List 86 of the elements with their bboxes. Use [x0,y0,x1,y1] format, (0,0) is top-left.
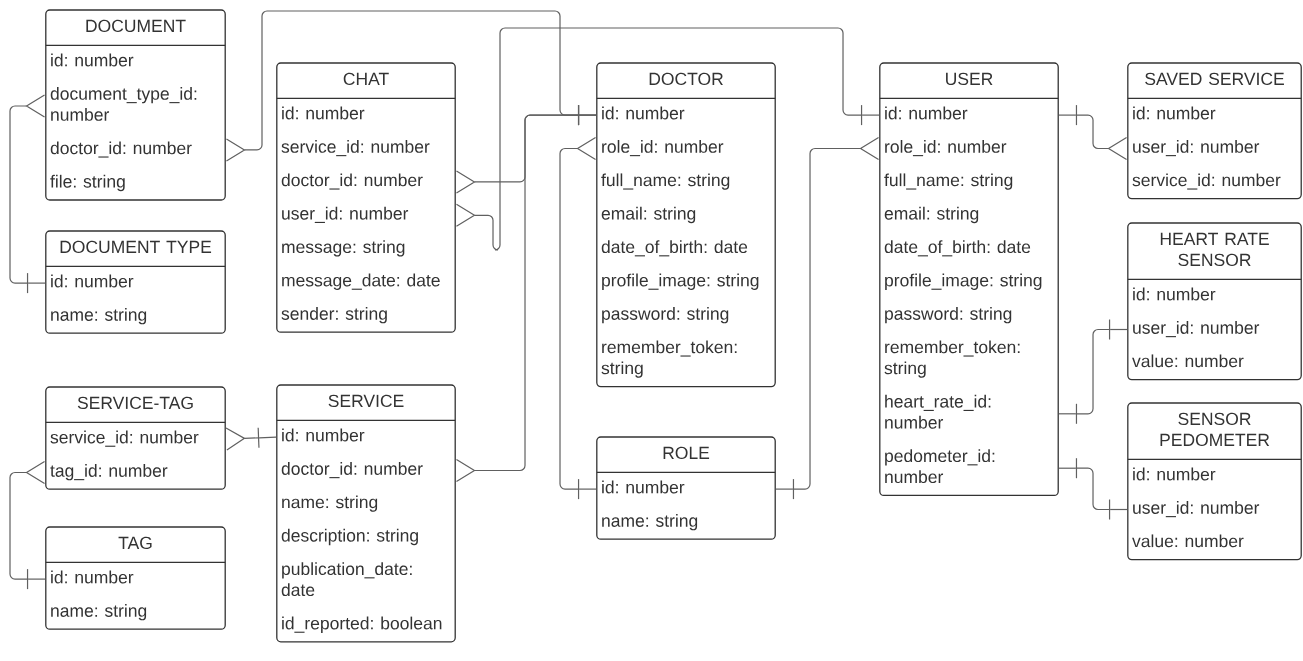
attribute-text: doctor_id: number [50,141,192,158]
attribute-text: profile_image: string [885,273,1042,290]
entity-table [45,386,226,490]
attribute-text: id: number [51,274,134,288]
attribute-text: remember_token: string [601,340,737,378]
table-title: SENSOR PEDOMETER [1160,412,1270,447]
attribute-text: role_id: number [602,140,724,157]
attribute-text: date_of_birth: date [601,240,748,257]
attribute-text: user_id: number [1133,321,1260,338]
entity-table [596,62,776,388]
table-title: TAG [118,536,152,550]
relationship-line [1058,318,1128,425]
attribute-text: document_type_id: number [50,87,197,121]
attribute-text: id: number [1133,287,1216,301]
attribute-text: full_name: string [884,173,1013,190]
relationship-line [559,136,597,500]
table-title: SERVICE [328,394,404,408]
attribute-text: id: number [282,428,365,442]
attribute-text: id: number [51,53,134,67]
attribute-text: pedometer_id: number [885,449,995,484]
table-title: ROLE [663,446,710,460]
entity-table [596,436,776,540]
attribute-text: id: number [885,106,968,120]
table-title: HEART RATE SENSOR [1160,232,1269,267]
attribute-text: value: number [1132,354,1244,368]
attribute-text: description: string [281,528,418,546]
entity-table [1127,62,1302,200]
attribute-text: name: string [51,604,147,621]
attribute-text: message: string [282,240,405,257]
attribute-text: sender: string [281,307,387,324]
relationship-line [9,94,46,294]
entity-table [276,384,456,643]
attribute-text: user_id: number [1133,140,1260,157]
attribute-text: profile_image: string [602,273,759,290]
attribute-text: value: number [1132,534,1244,548]
attribute-text: remember_token: string [884,340,1020,378]
entity-table [1127,222,1302,381]
attribute-text: publication_date: date [281,562,412,597]
attribute-text: email: string [601,206,696,224]
relationship-line [455,27,880,251]
relationship-line [455,104,597,483]
attribute-text: id: number [282,106,365,120]
attribute-text: id: number [1133,467,1216,481]
relationship-line [1058,457,1128,521]
relationship-line [9,460,46,590]
attribute-text: full_name: string [601,173,730,190]
attribute-text: user_id: number [1133,501,1260,518]
relationship-line [1058,104,1128,161]
relationship-line [775,136,880,500]
attribute-text: password: string [602,307,729,324]
attribute-text: id: number [1133,106,1216,120]
attribute-text: tag_id: number [50,464,168,481]
attribute-text: id: number [51,570,134,584]
attribute-text: heart_rate_id: number [885,394,991,429]
relationship-line [225,427,277,451]
attribute-text: doctor_id: number [281,173,423,190]
attribute-text: service_id: number [281,140,430,157]
attribute-text: role_id: number [885,140,1007,157]
attribute-text: name: string [51,308,147,325]
attribute-text: name: string [602,514,698,531]
entity-table [276,62,456,333]
attribute-text: id_reported: boolean [282,616,442,633]
attribute-text: email: string [884,206,979,224]
entity-table [45,526,226,630]
attribute-text: id: number [602,480,685,494]
table-title: DOCUMENT [86,19,186,33]
attribute-text: password: string [885,307,1012,324]
attribute-text: user_id: number [282,206,409,223]
attribute-text: doctor_id: number [281,462,423,479]
attribute-text: message_date: date [282,273,440,290]
table-title: SAVED SERVICE [1145,72,1284,86]
table-title: DOCTOR [649,72,723,86]
table-title: DOCUMENT TYPE [60,240,212,254]
attribute-text: file: string [50,174,125,192]
entity-table [879,62,1059,497]
entity-table [45,230,226,334]
attribute-text: date_of_birth: date [884,240,1031,257]
attribute-text: name: string [282,495,378,512]
attribute-text: service_id: number [50,430,199,447]
table-title: USER [946,72,993,86]
table-title: CHAT [343,72,389,86]
attribute-text: service_id: number [1132,173,1281,190]
entity-table [45,9,226,201]
attribute-text: id: number [602,106,685,120]
table-title: SERVICE-TAG [77,396,193,410]
entity-table [1127,402,1302,561]
